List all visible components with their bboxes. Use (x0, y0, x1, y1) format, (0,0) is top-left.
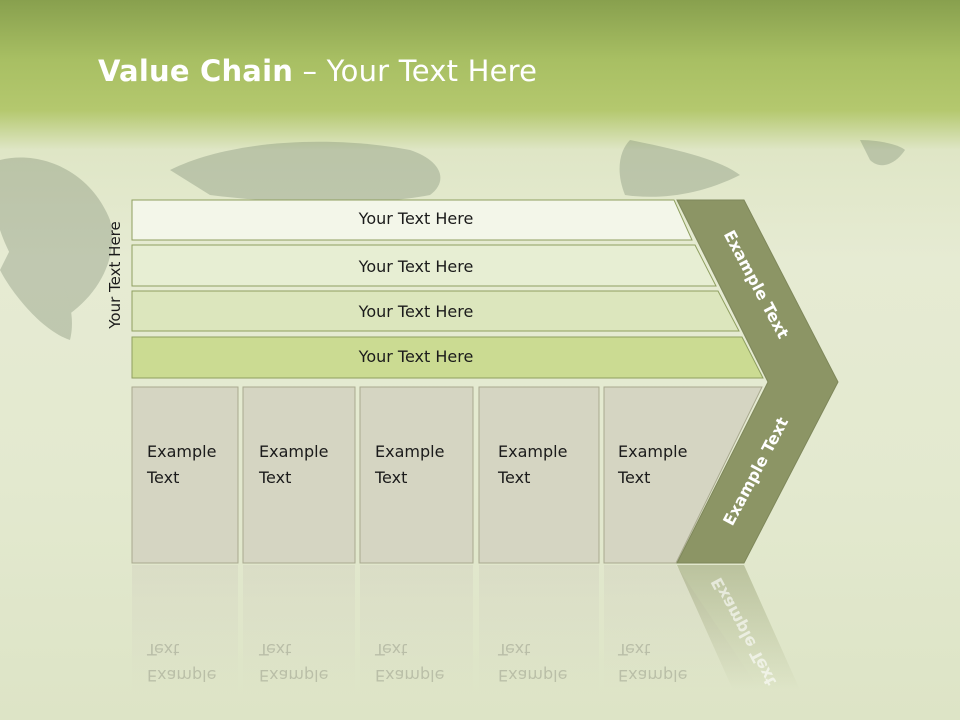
box-label-5-line1: Example (618, 442, 688, 461)
row-bar-4 (131, 336, 764, 379)
row-label-3: Your Text Here (358, 302, 474, 321)
box-label-2-line1: Example (259, 442, 329, 461)
box-label-1-line2: Text (147, 468, 180, 487)
box-label-2: Example Text (259, 439, 328, 491)
box-label-4: Example Text (498, 439, 567, 491)
row-bar-2 (131, 244, 717, 287)
box-label-3: Example Text (375, 439, 444, 491)
box-label-2-line2: Text (259, 468, 292, 487)
activity-box-2 (242, 386, 356, 564)
row-label-4: Your Text Here (358, 347, 474, 366)
row-bar-1 (131, 199, 693, 241)
row-label-2: Your Text Here (358, 257, 474, 276)
side-label: Your Text Here (106, 221, 124, 329)
box-label-3-line2: Text (375, 468, 408, 487)
activity-box-1 (131, 386, 239, 564)
box-label-4-line2: Text (498, 468, 531, 487)
chevron-arrow (676, 199, 839, 564)
row-label-1: Your Text Here (358, 209, 474, 228)
box-label-4-line1: Example (498, 442, 568, 461)
slide-title: Value Chain – Your Text Here (98, 54, 537, 88)
box-label-1: Example Text (147, 439, 216, 491)
row-bar-3 (131, 290, 740, 332)
title-rest: – Your Text Here (293, 54, 538, 88)
box-label-5-line2: Text (618, 468, 651, 487)
activity-box-5 (603, 386, 763, 564)
reflection (132, 565, 800, 695)
activity-box-4 (478, 386, 600, 564)
box-label-3-line1: Example (375, 442, 445, 461)
activity-box-3 (359, 386, 474, 564)
box-label-1-line1: Example (147, 442, 217, 461)
box-label-5: Example Text (618, 439, 687, 491)
title-bold: Value Chain (98, 54, 294, 88)
